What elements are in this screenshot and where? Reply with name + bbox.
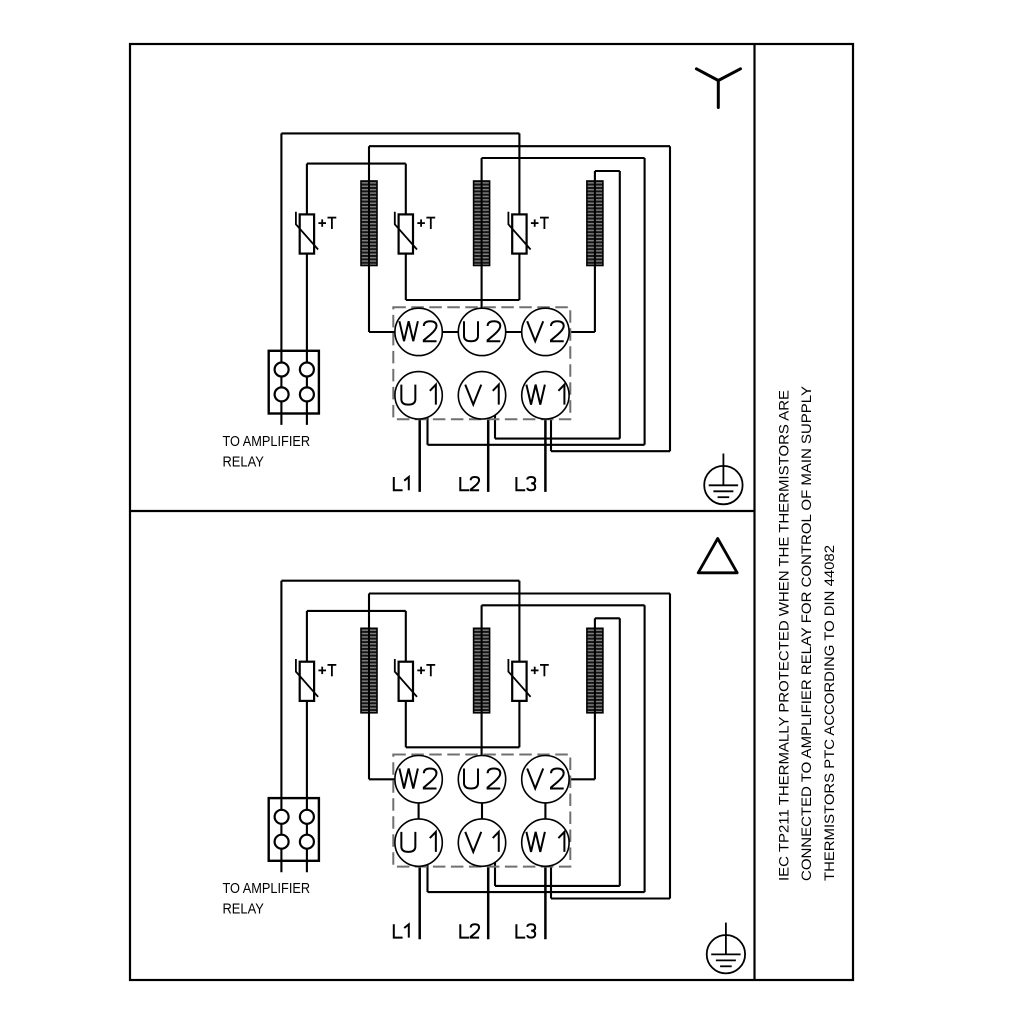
svg-text:THERMISTORS PTC ACCORDING TO D: THERMISTORS PTC ACCORDING TO DIN 44082 [822, 545, 837, 881]
svg-text:IEC TP211 THERMALLY PROTECTED: IEC TP211 THERMALLY PROTECTED WHEN THE T… [777, 390, 792, 881]
svg-text:CONNECTED TO AMPLIFIER RELAY F: CONNECTED TO AMPLIFIER RELAY FOR CONTROL… [799, 386, 814, 881]
